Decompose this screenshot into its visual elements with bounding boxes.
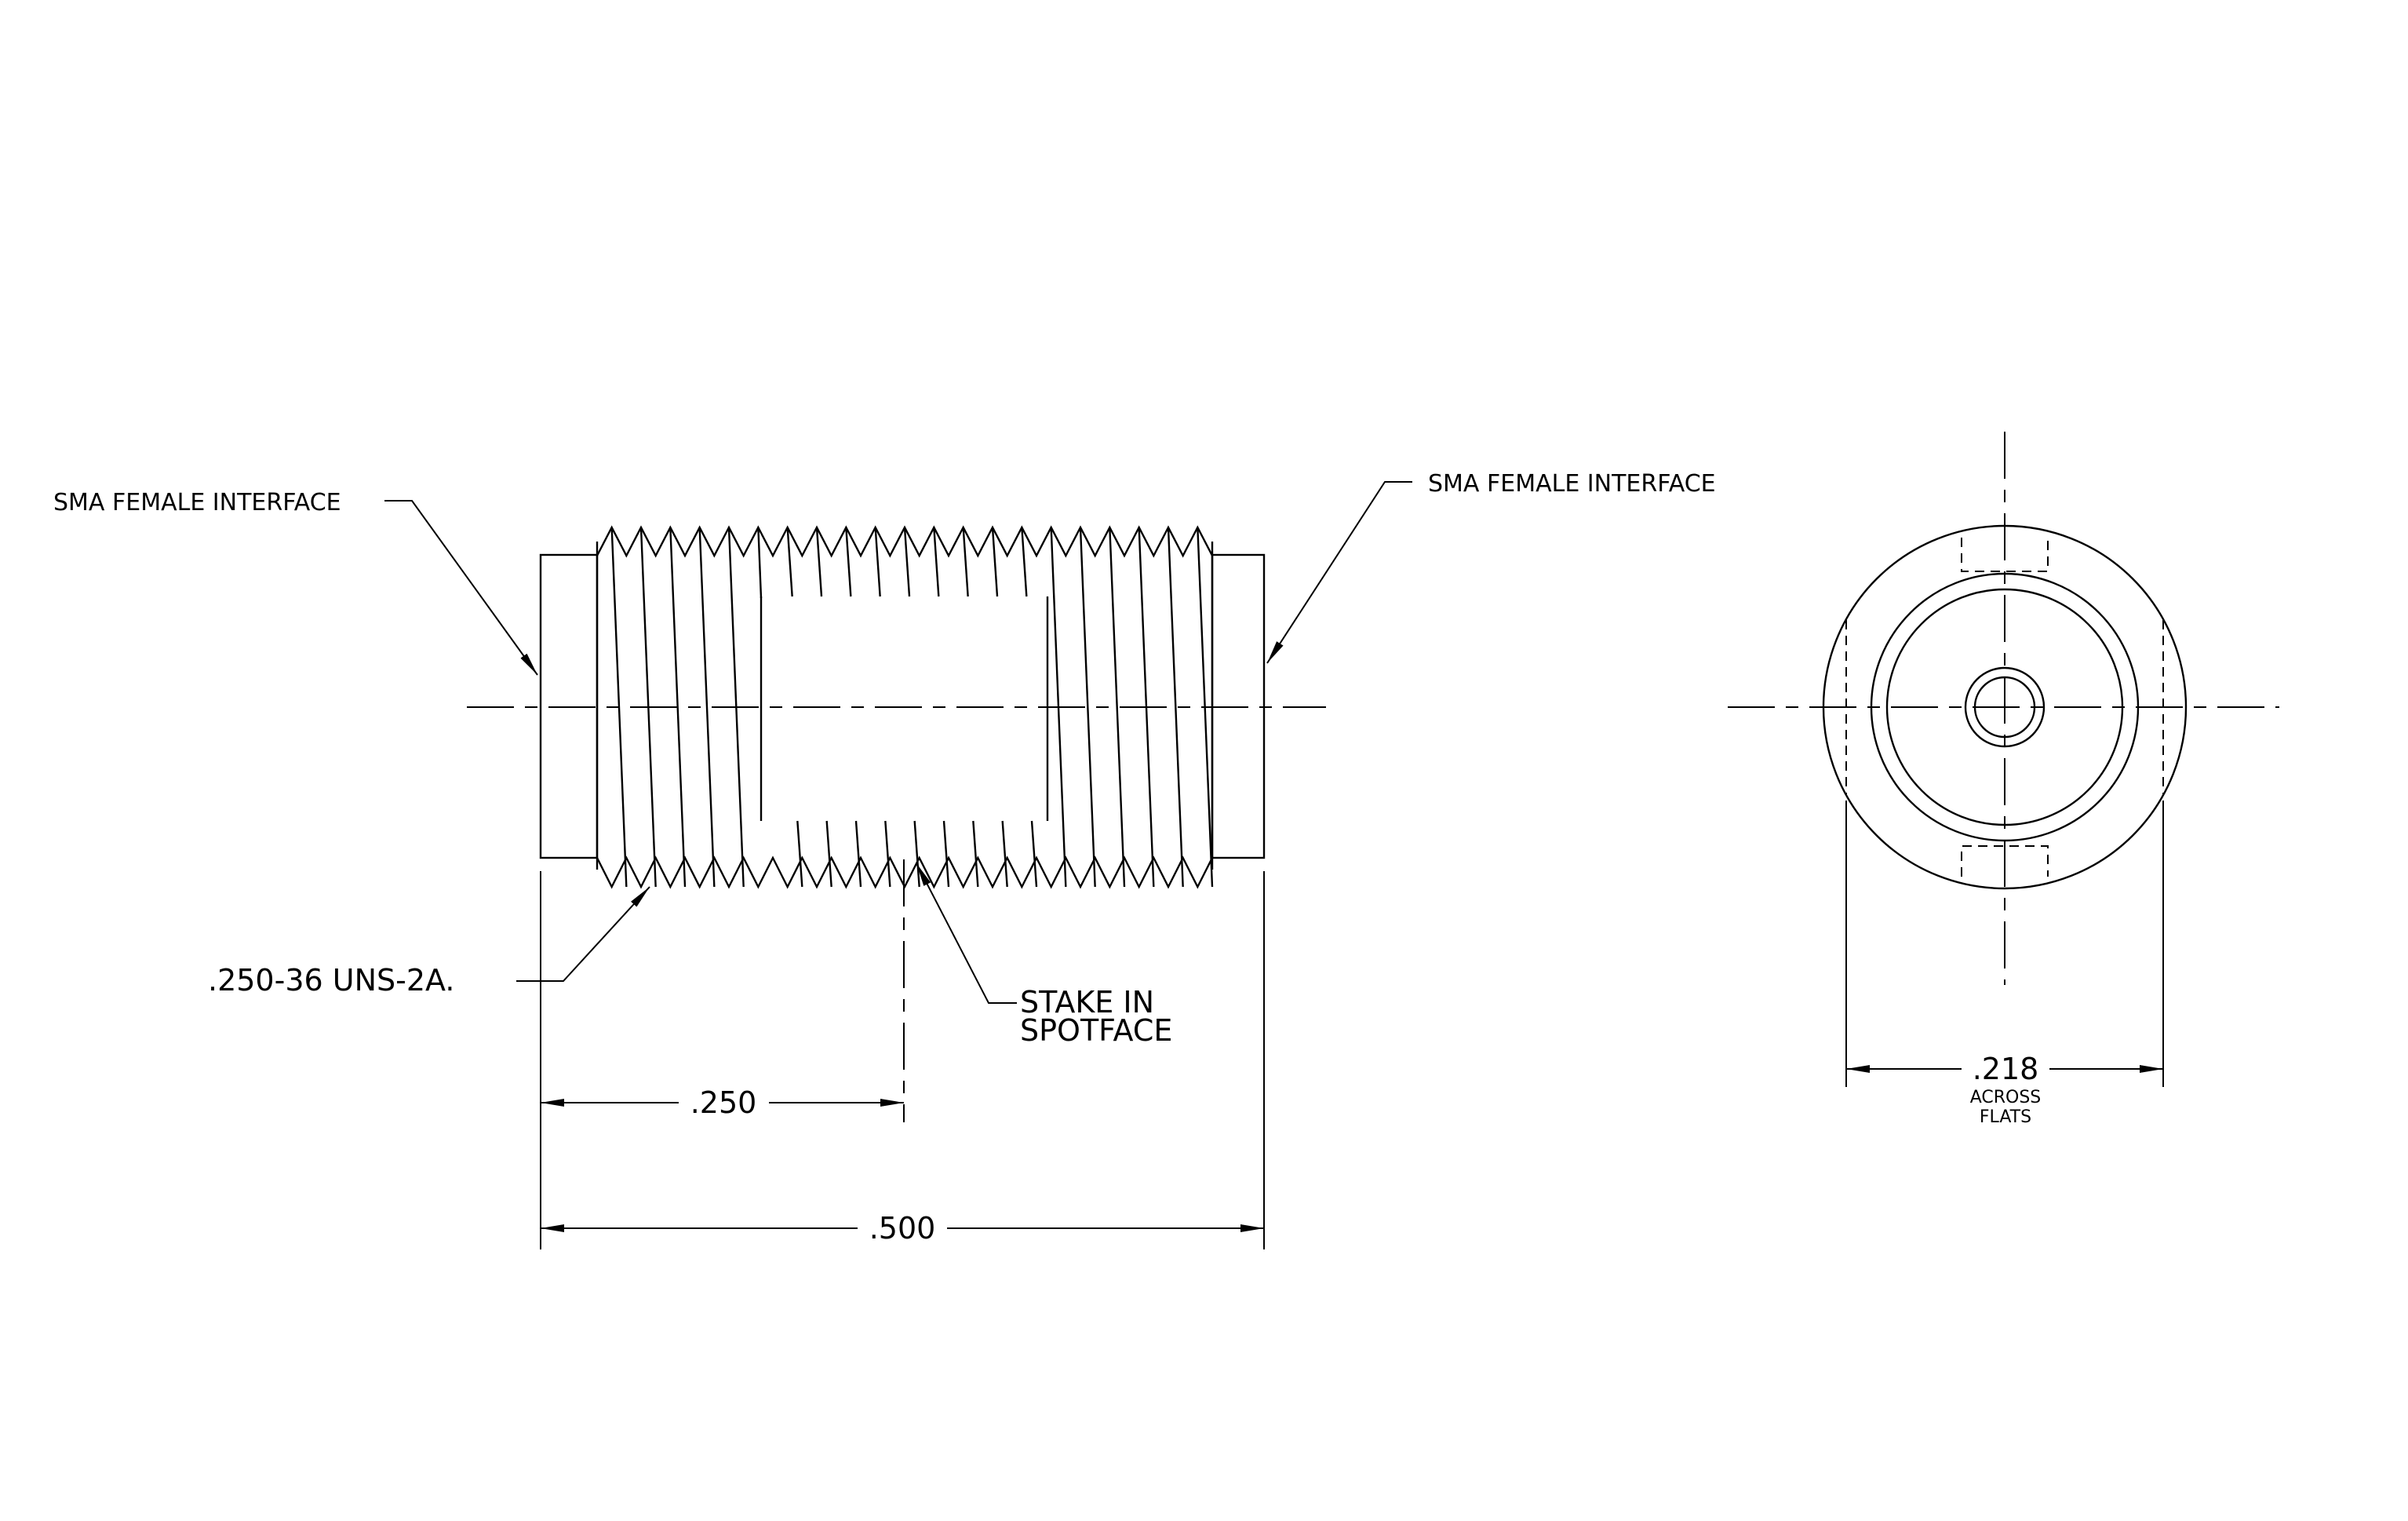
thread-spec-leader: .250-36 UNS-2A. xyxy=(208,886,650,998)
stake-label-line1: STAKE IN xyxy=(1020,985,1154,1019)
key-slot-top xyxy=(1961,538,2049,572)
inner-circle xyxy=(1885,588,2124,826)
sma-right-leader: SMA FEMALE INTERFACE xyxy=(1266,470,1716,664)
dim-218-across: ACROSS xyxy=(1970,1088,2042,1107)
pin-outer-circle xyxy=(1964,666,2046,748)
stake-label-line2: SPOTFACE xyxy=(1020,1013,1172,1048)
dimension-218: .218 ACROSS FLATS xyxy=(1845,801,2164,1127)
dimension-250: .250 xyxy=(540,871,904,1249)
end-view xyxy=(1728,432,2279,985)
stake-leader: STAKE IN SPOTFACE xyxy=(916,863,1172,1048)
spotface-cutout xyxy=(760,596,1049,821)
sma-left-leader: SMA FEMALE INTERFACE xyxy=(53,489,538,676)
sma-left-label: SMA FEMALE INTERFACE xyxy=(53,489,341,516)
dim-218-flats: FLATS xyxy=(1980,1107,2031,1127)
middle-circle xyxy=(1870,572,2140,842)
dimension-500: .500 xyxy=(541,871,1265,1249)
thread-spec-label: .250-36 UNS-2A. xyxy=(208,963,454,998)
pin-inner-circle xyxy=(1973,676,2036,739)
outer-circle xyxy=(1822,524,2188,890)
dim-218-value: .218 xyxy=(1973,1052,2039,1086)
side-view xyxy=(467,525,1326,889)
thread-profile xyxy=(596,525,1214,889)
dim-500-value: .500 xyxy=(869,1211,936,1246)
sma-right-label: SMA FEMALE INTERFACE xyxy=(1428,470,1716,498)
dim-250-value: .250 xyxy=(690,1085,757,1120)
key-slot-bottom xyxy=(1961,845,2049,877)
